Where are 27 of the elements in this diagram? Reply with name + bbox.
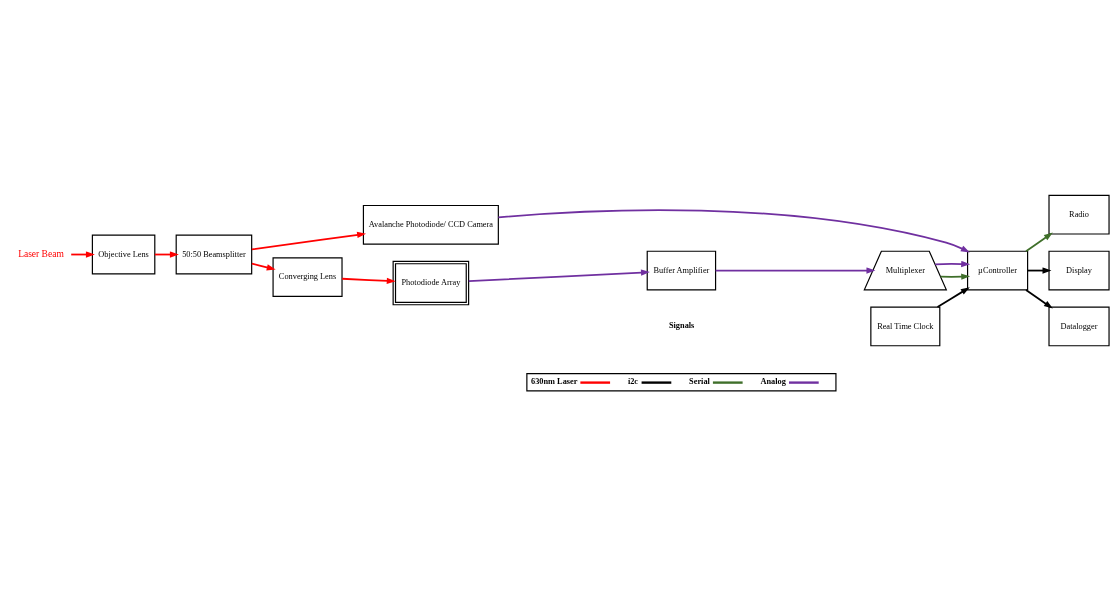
label: Signals <box>668 320 695 330</box>
node-box: Avalanche Photodiode/ CCD Camera <box>362 204 499 245</box>
node-box: µController <box>967 250 1029 290</box>
node-text: Laser Beam <box>18 248 64 259</box>
arrow <box>1025 232 1053 252</box>
arrow <box>714 266 876 274</box>
node-box: Datalogger <box>1048 306 1110 346</box>
arrow <box>936 286 970 308</box>
node-box: Display <box>1048 250 1110 290</box>
arrow <box>1025 288 1053 309</box>
node-box: 50:50 Beamsplitter <box>175 234 253 274</box>
arrow <box>467 268 650 282</box>
arrow <box>939 273 971 280</box>
arrow <box>341 277 396 284</box>
node-box: Real Time Clock <box>870 306 941 346</box>
legend-label: Serial <box>689 376 710 386</box>
arrow <box>251 231 367 250</box>
node-box: Buffer Amplifier <box>646 250 717 290</box>
legend-label: Analog <box>760 376 786 386</box>
node-box: Radio <box>1048 194 1110 235</box>
legend-label: 630nm Laser <box>531 376 578 386</box>
node-box: Converging Lens <box>272 256 343 297</box>
arrow <box>497 208 970 252</box>
node-box: Objective Lens <box>91 234 156 274</box>
legend-label: i2c <box>627 376 639 386</box>
arrow <box>250 262 276 270</box>
arrow <box>934 260 971 267</box>
